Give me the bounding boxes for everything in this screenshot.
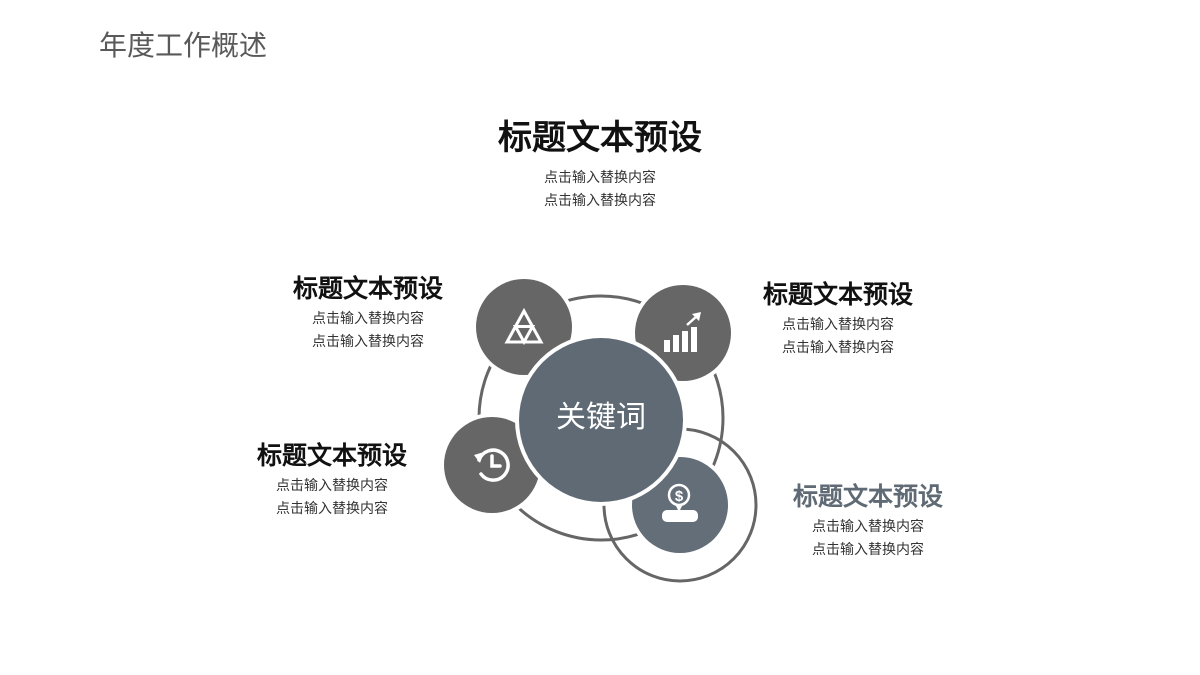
block-title: 标题文本预设 (292, 274, 443, 303)
block-line: 点击输入替换内容 (812, 542, 924, 558)
block-line: 点击输入替换内容 (544, 169, 656, 186)
triangle-pyramid-icon (504, 307, 544, 346)
block-title: 标题文本预设 (762, 280, 913, 309)
block-line: 点击输入替换内容 (312, 311, 424, 327)
block-line: 点击输入替换内容 (812, 519, 924, 535)
block-line: 点击输入替换内容 (782, 317, 894, 333)
block-line: 点击输入替换内容 (276, 501, 388, 517)
block-title: 标题文本预设 (498, 118, 702, 158)
text-block-bottom-right: 标题文本预设 点击输入替换内容 点击输入替换内容 (768, 482, 968, 562)
history-clock-icon (474, 448, 510, 482)
dollar-pin-icon: $ (662, 483, 698, 522)
center-node (515, 334, 687, 506)
center-keyword: 关键词 (556, 400, 646, 435)
block-title: 标题文本预设 (256, 441, 407, 470)
block-line: 点击输入替换内容 (276, 478, 388, 494)
page-title: 年度工作概述 (99, 29, 268, 62)
block-line: 点击输入替换内容 (312, 334, 424, 350)
block-line: 点击输入替换内容 (544, 192, 656, 209)
svg-text:$: $ (675, 488, 684, 505)
text-block-top: 标题文本预设 点击输入替换内容 点击输入替换内容 (440, 118, 760, 213)
block-title: 标题文本预设 (792, 482, 943, 511)
text-block-bottom-left: 标题文本预设 点击输入替换内容 点击输入替换内容 (232, 441, 432, 521)
text-block-top-right: 标题文本预设 点击输入替换内容 点击输入替换内容 (738, 280, 938, 360)
text-block-top-left: 标题文本预设 点击输入替换内容 点击输入替换内容 (268, 274, 468, 354)
bar-chart-growth-icon (664, 312, 701, 352)
block-line: 点击输入替换内容 (782, 340, 894, 356)
